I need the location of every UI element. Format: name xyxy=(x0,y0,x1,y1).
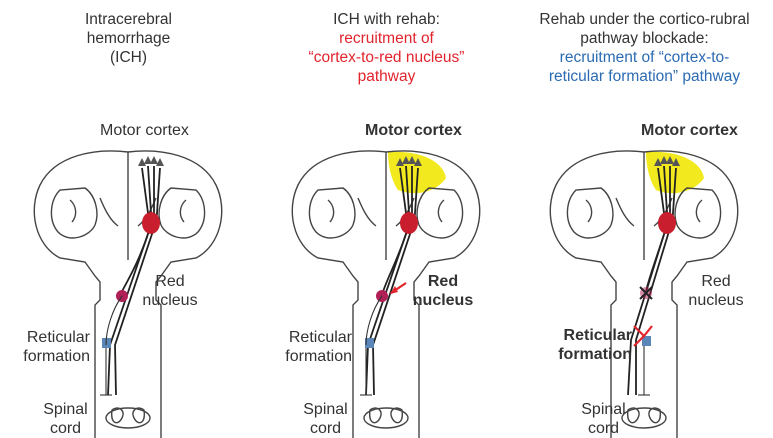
panel-rehab-blockade: Rehab under the cortico-rubral pathway b… xyxy=(516,0,773,438)
red-nucleus-label: Red nucleus xyxy=(408,272,478,310)
reticular-line-1: Reticular xyxy=(272,328,352,347)
blockade-mark xyxy=(640,287,652,299)
red-nucleus-line-2: nucleus xyxy=(686,291,746,310)
reticular-line-2: formation xyxy=(272,347,352,366)
red-nucleus-label: Red nucleus xyxy=(686,272,746,310)
spinal-line-2: cord xyxy=(576,419,631,438)
spinal-cord-label: Spinal cord xyxy=(38,400,93,438)
brain-diagram-ich xyxy=(0,0,257,438)
panel-ich: Intracerebral hemorrhage (ICH) xyxy=(0,0,257,438)
brain-diagram-blockade xyxy=(516,0,773,438)
red-nucleus-line-1: Red xyxy=(686,272,746,291)
red-nucleus-line-2: nucleus xyxy=(140,291,200,310)
motor-cortex-label: Motor cortex xyxy=(365,121,462,140)
spinal-cord-label: Spinal cord xyxy=(576,400,631,438)
spinal-line-1: Spinal xyxy=(298,400,353,419)
spinal-line-2: cord xyxy=(38,419,93,438)
reticular-formation-label: Reticular formation xyxy=(272,328,352,366)
red-nucleus-line-1: Red xyxy=(140,272,200,291)
spinal-line-1: Spinal xyxy=(576,400,631,419)
spinal-cord-label: Spinal cord xyxy=(298,400,353,438)
reticular-line-2: formation xyxy=(546,345,632,364)
spinal-line-2: cord xyxy=(298,419,353,438)
panel-ich-rehab: ICH with rehab: recruitment of “cortex-t… xyxy=(258,0,515,438)
lesion xyxy=(142,212,160,234)
lesion xyxy=(658,212,676,234)
reticular-line-1: Reticular xyxy=(10,328,90,347)
reticular-line-1: Reticular xyxy=(546,326,632,345)
red-nucleus-line-1: Red xyxy=(408,272,478,291)
lesion xyxy=(400,212,418,234)
motor-cortex-label: Motor cortex xyxy=(641,121,738,140)
brain-diagram-rehab xyxy=(258,0,515,438)
red-nucleus-label: Red nucleus xyxy=(140,272,200,310)
reticular-line-2: formation xyxy=(10,347,90,366)
spinal-line-1: Spinal xyxy=(38,400,93,419)
reticular-formation-label: Reticular formation xyxy=(546,326,632,364)
reticular-formation-label: Reticular formation xyxy=(10,328,90,366)
red-nucleus-line-2: nucleus xyxy=(408,291,478,310)
motor-cortex-label: Motor cortex xyxy=(100,121,189,140)
